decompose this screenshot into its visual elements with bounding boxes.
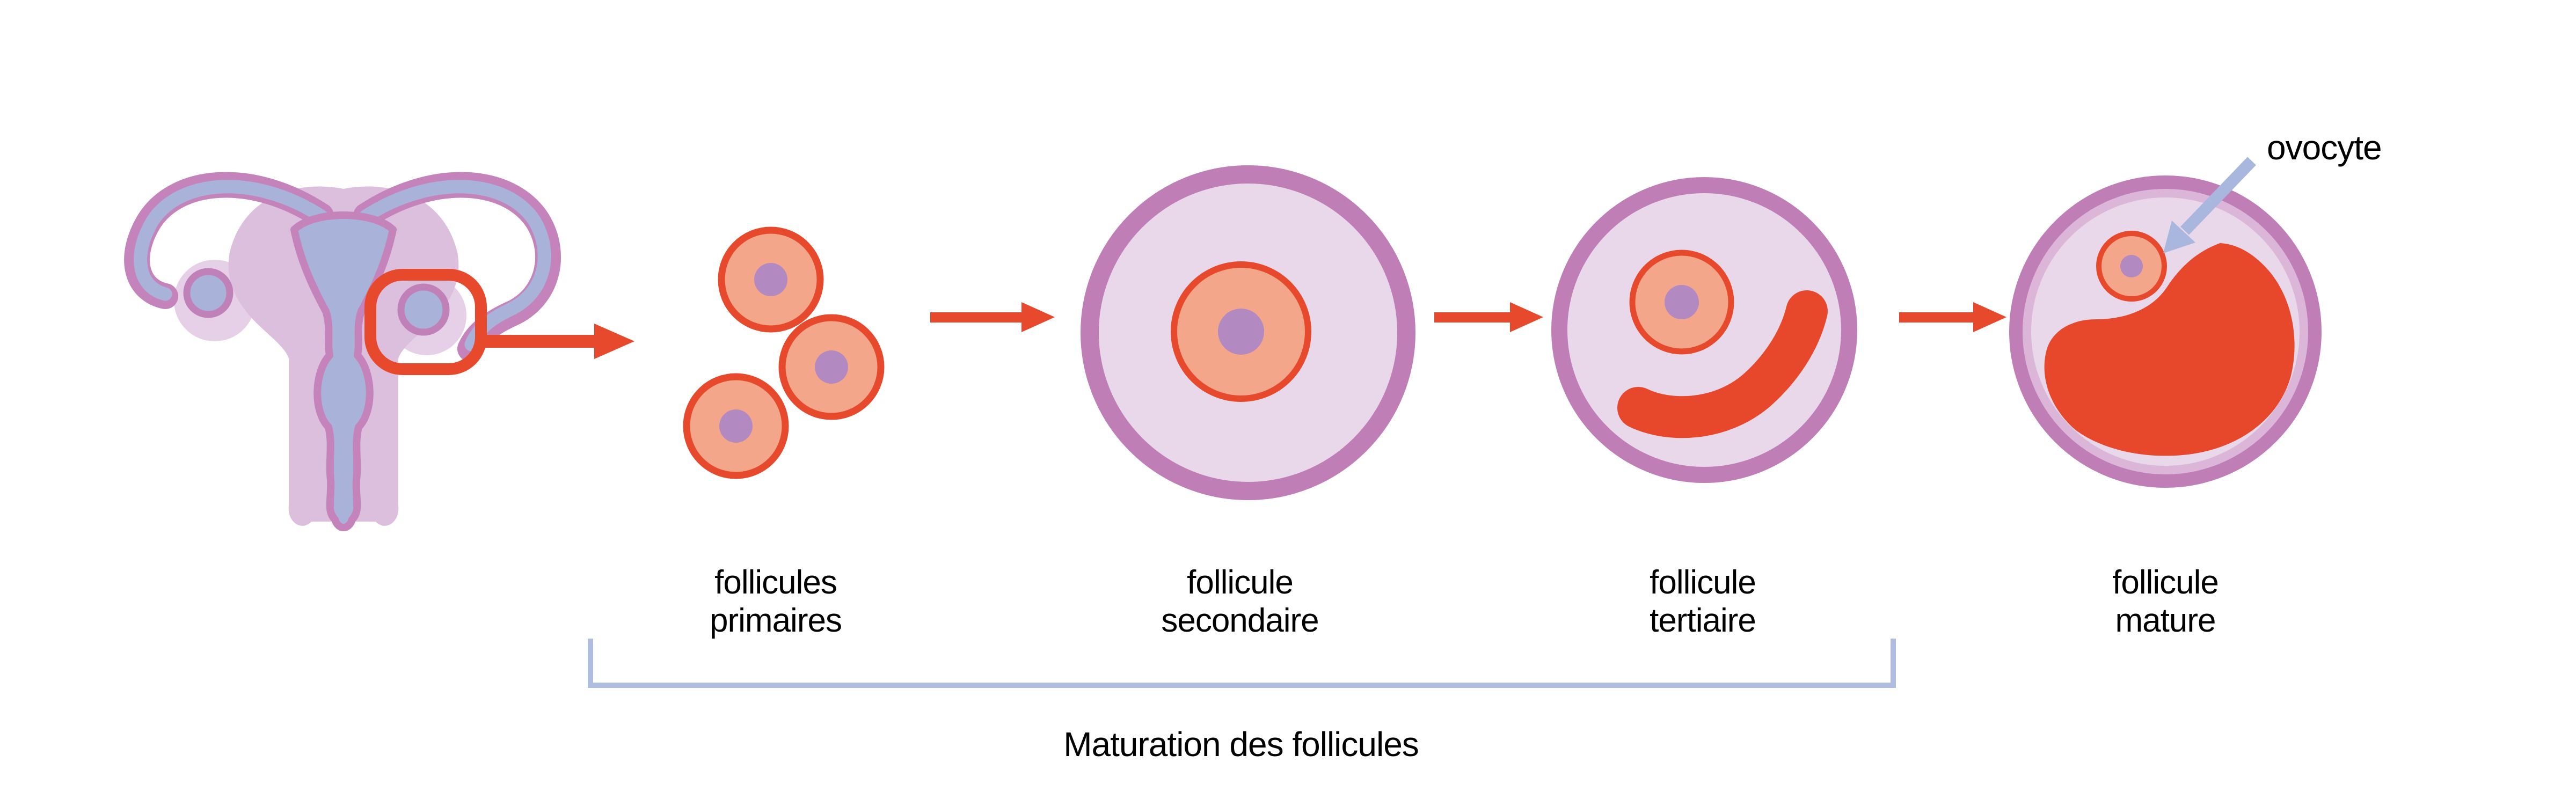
ovary-right bbox=[397, 283, 450, 336]
stage-label-tertiary: follicule tertiaire bbox=[1531, 563, 1874, 640]
right-arrow-icon bbox=[1899, 302, 2006, 332]
stage-label-line: mature bbox=[2115, 602, 2216, 639]
arrow-shaft bbox=[930, 312, 1021, 323]
down-left-arrow-icon bbox=[2163, 157, 2256, 253]
stage-label-secondary: follicule secondaire bbox=[1068, 563, 1412, 640]
uterus-illustration bbox=[124, 172, 561, 531]
tertiary-follicle bbox=[1551, 177, 1857, 483]
follicle-nucleus bbox=[719, 409, 753, 443]
bracket-line bbox=[588, 683, 1896, 688]
ovary-left bbox=[183, 268, 233, 318]
stage-label-line: tertiaire bbox=[1650, 602, 1756, 639]
fallopian-tube-left bbox=[134, 180, 329, 301]
antrum-crescent bbox=[1617, 290, 1828, 438]
follicle-nucleus bbox=[754, 263, 787, 296]
primary-follicle bbox=[683, 373, 789, 479]
primary-follicle bbox=[718, 226, 824, 333]
arrow-shaft bbox=[1899, 312, 1973, 323]
stage-label-line: follicule bbox=[2112, 564, 2219, 601]
primary-follicles bbox=[683, 226, 885, 479]
stage-label-primary: follicules primaires bbox=[604, 563, 947, 640]
oocyte-nucleus bbox=[1665, 285, 1699, 319]
ovary-highlight-box bbox=[364, 269, 487, 375]
arrow-shaft bbox=[481, 335, 594, 348]
arrow-head bbox=[1510, 302, 1543, 332]
antrum bbox=[2044, 243, 2295, 456]
follicle-nucleus bbox=[815, 350, 848, 384]
arrow-head bbox=[594, 324, 634, 359]
stage-label-line: follicule bbox=[1650, 564, 1756, 601]
bracket-right-tick bbox=[1891, 639, 1896, 688]
fallopian-tube-right bbox=[358, 180, 551, 351]
mature-follicle bbox=[2009, 175, 2322, 488]
arrow-head bbox=[1973, 302, 2006, 332]
stage-label-line: secondaire bbox=[1161, 602, 1319, 639]
primary-follicle bbox=[778, 314, 885, 420]
bracket-left-tick bbox=[588, 639, 593, 688]
stage-label-mature: follicule mature bbox=[1994, 563, 2337, 640]
maturation-bracket bbox=[588, 639, 1896, 688]
follicle-inner-band bbox=[2023, 189, 2308, 474]
secondary-follicle bbox=[1081, 165, 1415, 500]
oocyte-nucleus bbox=[2120, 255, 2143, 277]
arrow-head bbox=[1021, 302, 1055, 332]
arrow-shaft bbox=[1434, 312, 1510, 323]
stage-label-line: primaires bbox=[710, 602, 842, 639]
stage-label-line: follicules bbox=[714, 564, 837, 601]
stage-label-line: follicule bbox=[1187, 564, 1294, 601]
right-arrow-icon bbox=[930, 302, 1055, 332]
right-arrow-icon bbox=[1434, 302, 1543, 332]
right-arrow-icon bbox=[481, 324, 634, 359]
oocyte-nucleus bbox=[1218, 309, 1264, 355]
bracket-label: Maturation des follicules bbox=[1063, 725, 1419, 764]
pointer-shaft bbox=[2180, 157, 2256, 235]
ovocyte-label: ovocyte bbox=[2267, 128, 2382, 167]
pointer-head bbox=[2163, 221, 2195, 253]
